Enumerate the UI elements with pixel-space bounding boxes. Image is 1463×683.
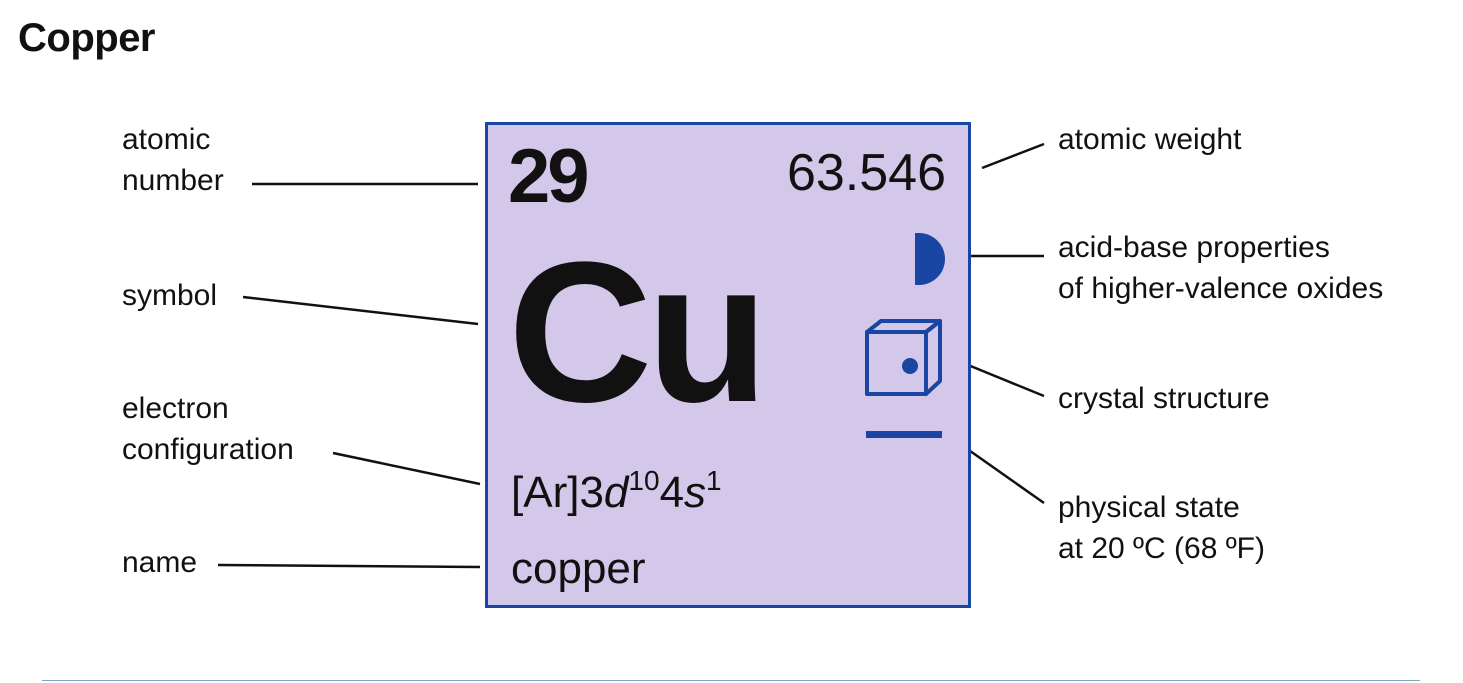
divider-line: [42, 680, 1420, 681]
label-electron-configuration: electron configuration: [122, 392, 294, 466]
leader-symbol: [242, 295, 479, 326]
leader-atomic-weight: [981, 142, 1045, 170]
leader-electron-configuration: [332, 451, 481, 486]
label-acid-base-properties: acid-base properties of higher-valence o…: [1058, 231, 1384, 305]
solid-bar-icon: [866, 431, 942, 438]
label-name: name: [122, 546, 198, 579]
element-symbol: Cu: [508, 221, 769, 444]
atomic-weight: 63.546: [786, 144, 946, 202]
page-title: Copper: [18, 16, 156, 60]
element-name: copper: [511, 544, 646, 593]
half-circle-icon: [915, 233, 945, 285]
cube-icon: [865, 319, 942, 396]
label-crystal-structure: crystal structure: [1058, 382, 1270, 415]
label-physical-state: physical state at 20 ºC (68 ºF): [1058, 491, 1265, 565]
element-tile: 29 63.546 Cu [Ar]3d104s1 copper: [485, 122, 971, 608]
label-atomic-weight: atomic weight: [1058, 123, 1242, 156]
leader-name: [217, 563, 481, 569]
electron-configuration: [Ar]3d104s1: [511, 465, 722, 517]
atomic-number: 29: [508, 134, 590, 219]
label-atomic-number: atomic number: [122, 123, 224, 197]
label-symbol: symbol: [122, 279, 218, 312]
